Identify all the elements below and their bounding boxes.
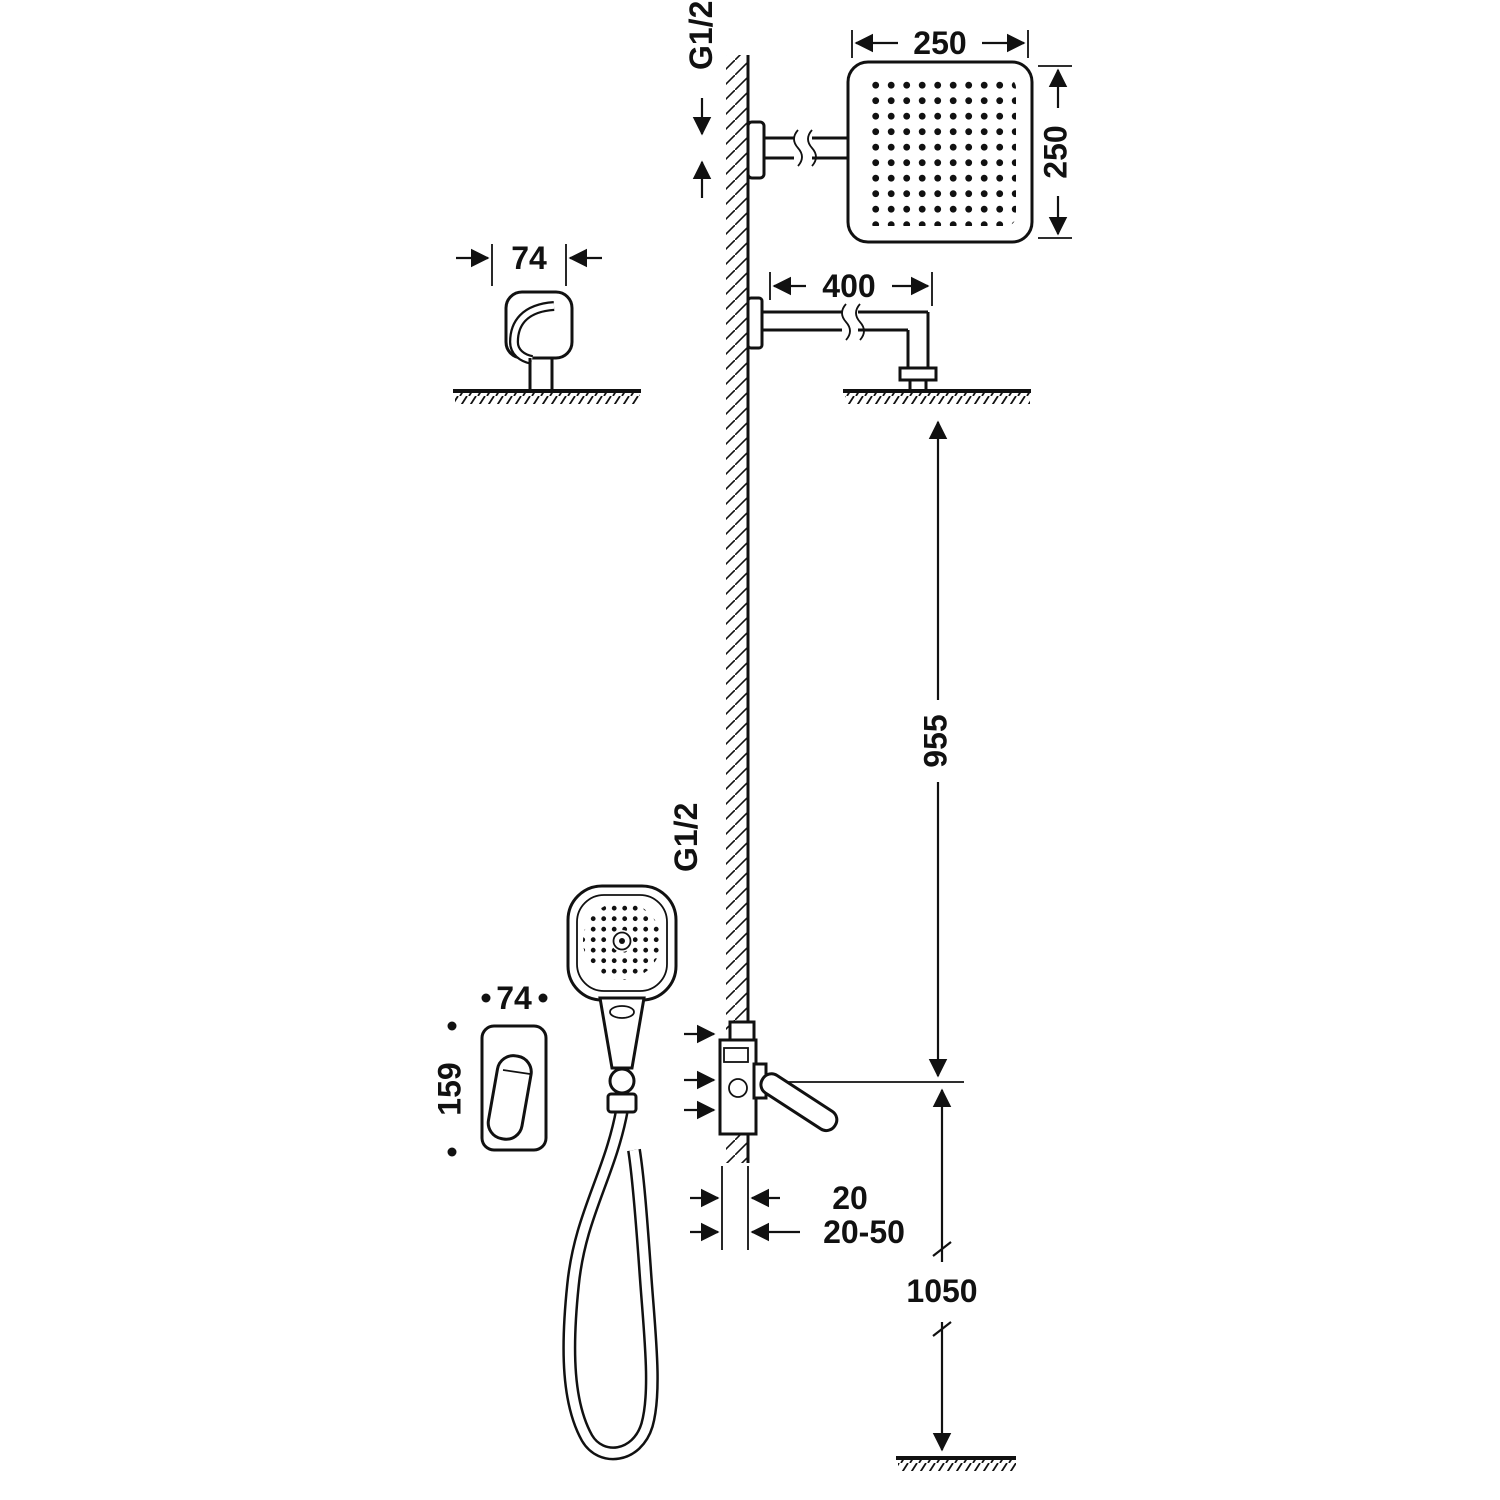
arm-connector-nut <box>898 366 938 382</box>
wall-hatch <box>726 55 748 1163</box>
label-trim-plate-width: 74 <box>496 980 532 1016</box>
dim-dot <box>538 993 548 1003</box>
arm-wall-flange <box>746 120 766 180</box>
overhead-shower-front-view: G1/2 250 250 <box>683 1 1073 244</box>
valve-cartridge <box>723 1047 749 1063</box>
floor-hatch <box>898 1460 1016 1471</box>
hand-shower-head-inner <box>576 894 668 992</box>
label-trim-plate-height: 159 <box>431 1062 467 1115</box>
label-head-to-valve: 955 <box>917 714 953 767</box>
label-bracket-depth: 74 <box>511 240 547 276</box>
label-recess-depth-min: 20 <box>832 1180 868 1216</box>
dim-head-to-valve: 955 <box>766 420 964 1083</box>
dim-valve-to-floor: 1050 <box>896 1088 1016 1471</box>
break-slash <box>932 1321 952 1337</box>
hand-shower-handle <box>598 996 646 1070</box>
wall-bracket-body <box>504 290 574 360</box>
valve-top-port <box>728 1020 756 1042</box>
valve-outlet <box>728 1078 748 1098</box>
ceiling-bracket-side-view: 74 <box>453 240 641 404</box>
label-recess-depth-range: 20-50 <box>823 1214 905 1250</box>
overhead-shower-side-view: 400 <box>746 268 1031 404</box>
pipe-break-symbol <box>855 303 865 341</box>
label-head-height: 250 <box>1037 125 1073 178</box>
break-slash <box>932 1241 952 1257</box>
valve-body <box>718 1038 758 1136</box>
label-arm-length: 400 <box>822 268 875 304</box>
handle-button <box>609 1005 635 1019</box>
hand-shower <box>562 884 678 1461</box>
trim-lever <box>486 1054 533 1141</box>
hand-shower-holder <box>608 1067 636 1095</box>
dim-dot <box>447 1021 457 1031</box>
pipe-break-symbol <box>807 129 817 167</box>
wall-cross-section <box>726 55 750 1163</box>
trim-plate-front-view: 74 159 <box>431 980 548 1157</box>
label-top-connection: G1/2 <box>683 1 719 70</box>
recess-depth-dimensions: 20 20-50 <box>690 1166 905 1250</box>
label-head-width: 250 <box>913 25 966 61</box>
plate-hatch <box>455 393 640 404</box>
mixer-lever-handle <box>759 1072 839 1133</box>
mixer-valve-section: G1/2 <box>668 803 839 1136</box>
label-hand-shower-connection: G1/2 <box>668 803 704 872</box>
pipe-break-symbol <box>793 129 803 167</box>
spray-nozzle-grid <box>864 78 1016 226</box>
dim-dot <box>447 1147 457 1157</box>
arm-wall-flange <box>746 296 764 350</box>
dim-dot <box>481 993 491 1003</box>
pipe-break-symbol <box>841 303 851 341</box>
hose-nut <box>606 1092 638 1114</box>
plate-hatch <box>845 393 1030 404</box>
label-valve-to-floor: 1050 <box>906 1273 977 1309</box>
spray-mode-button <box>612 931 632 951</box>
